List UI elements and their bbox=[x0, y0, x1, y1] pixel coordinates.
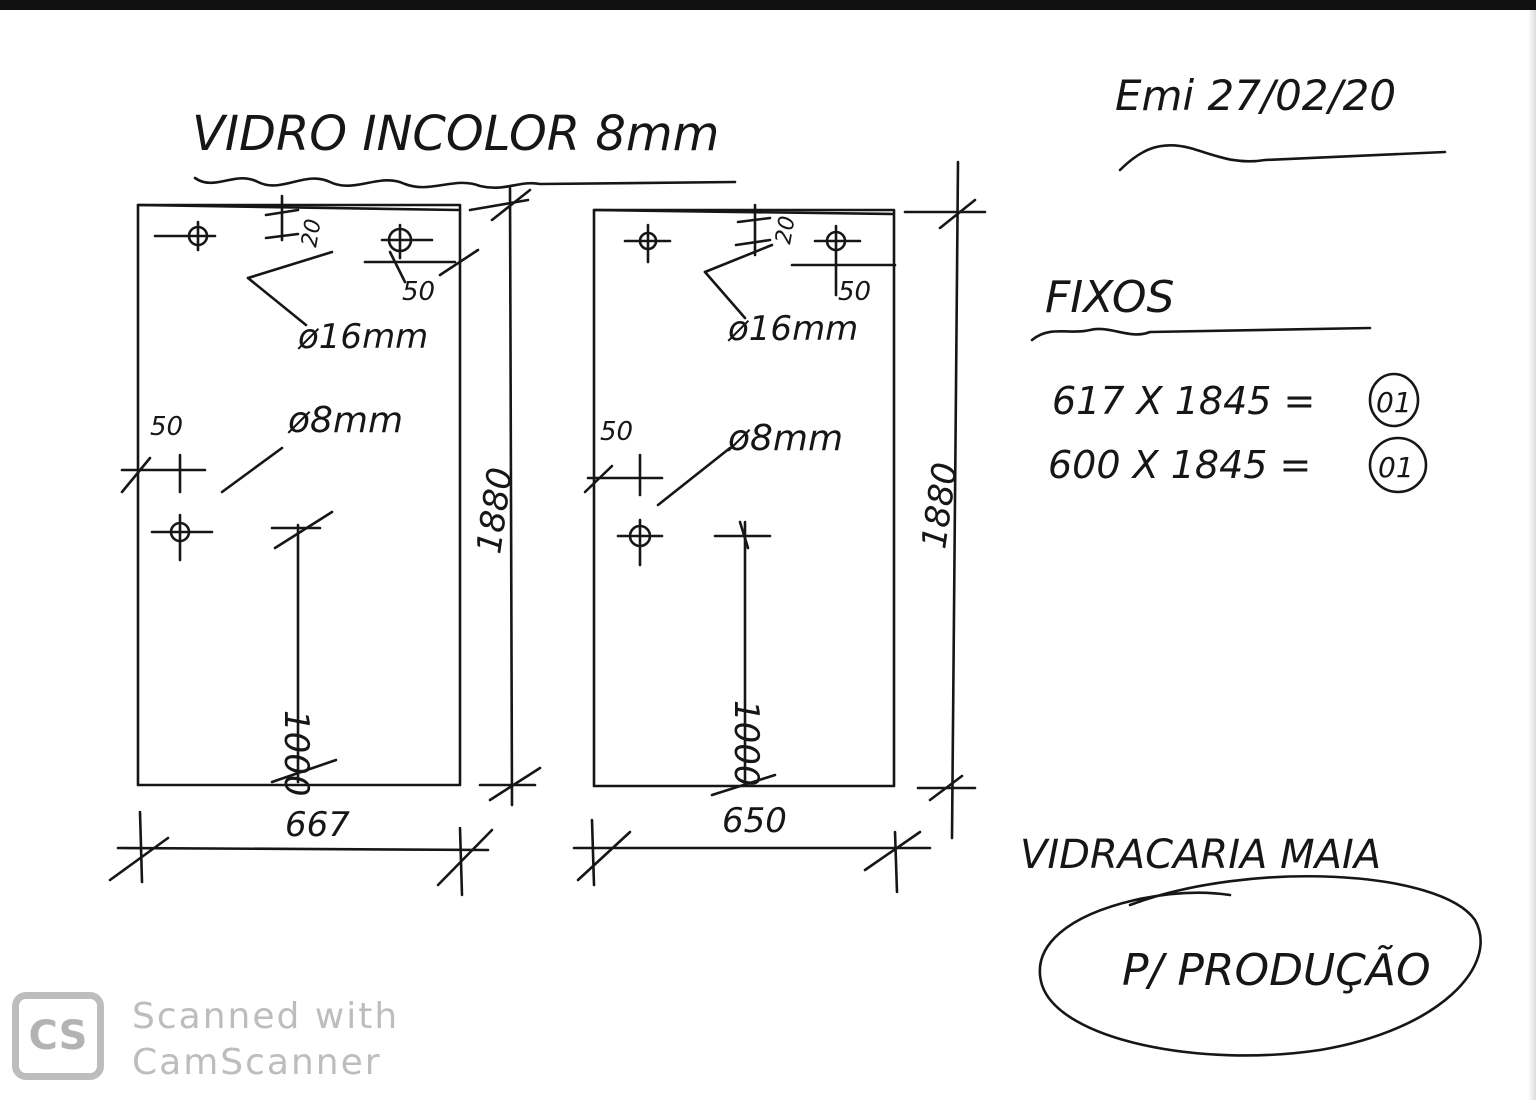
left-height: 1880 bbox=[469, 465, 521, 556]
watermark-text: Scanned with CamScanner bbox=[132, 994, 399, 1086]
date-underline bbox=[1118, 143, 1447, 172]
left-offset-right: 50 bbox=[402, 277, 435, 307]
left-hinge-height: 1000 bbox=[276, 710, 316, 797]
watermark-line-1: Scanned with bbox=[132, 996, 400, 1037]
left-offset-left: 50 bbox=[150, 412, 183, 442]
right-hole-small-label: ø8mm bbox=[727, 418, 843, 459]
scanner-watermark: CS Scanned with CamScanner bbox=[12, 992, 412, 1092]
hole-marker bbox=[150, 513, 214, 562]
right-width: 650 bbox=[722, 801, 787, 841]
hole-marker bbox=[380, 223, 434, 260]
right-offset-right: 50 bbox=[838, 277, 871, 307]
right-offset-left: 50 bbox=[600, 417, 633, 447]
right-offset-top: 20 bbox=[771, 214, 800, 246]
left-hole-small-label: ø8mm bbox=[287, 400, 403, 441]
stamp-text: P/ PRODUÇÃO bbox=[1122, 944, 1431, 996]
order-row-size: 617 X 1845 = bbox=[1052, 379, 1315, 423]
company-name: VIDRACARIA MAIA bbox=[1020, 832, 1381, 878]
camscanner-logo: CS bbox=[12, 992, 104, 1080]
scan-top-border bbox=[0, 0, 1536, 10]
hole-marker bbox=[813, 224, 862, 297]
stamp-ellipse bbox=[1038, 874, 1482, 1057]
watermark-line-2: CamScanner bbox=[132, 1042, 382, 1083]
order-heading: FIXOS bbox=[1045, 272, 1174, 323]
left-offset-top: 20 bbox=[297, 217, 326, 249]
left-width: 667 bbox=[285, 805, 350, 845]
order-row-size: 600 X 1845 = bbox=[1048, 443, 1311, 487]
sheet-title: VIDRO INCOLOR 8mm bbox=[192, 106, 719, 162]
order-heading-underline bbox=[1030, 326, 1372, 342]
scan-right-edge bbox=[1528, 10, 1536, 1100]
title-underline bbox=[193, 176, 737, 190]
order-row-qty: 01 bbox=[1376, 386, 1412, 419]
panel-left: 20 50 ø16mm ø8mm 50 1000 1880 667 bbox=[108, 186, 542, 897]
hole-marker bbox=[153, 220, 217, 252]
left-hole-large-label: ø16mm bbox=[297, 317, 428, 357]
panel-left-outline bbox=[136, 203, 462, 787]
hole-marker bbox=[623, 223, 672, 264]
hole-marker bbox=[616, 518, 664, 567]
sheet-date: Emi 27/02/20 bbox=[1115, 71, 1396, 120]
order-qty-circle bbox=[1368, 372, 1420, 428]
right-height: 1880 bbox=[914, 460, 966, 551]
panel-right: 20 50 ø16mm ø8mm 50 1000 1880 650 bbox=[572, 160, 987, 894]
order-qty-circle bbox=[1368, 436, 1428, 494]
order-row-qty: 01 bbox=[1378, 451, 1414, 484]
right-hole-large-label: ø16mm bbox=[727, 309, 858, 349]
right-hinge-height: 1000 bbox=[726, 700, 766, 787]
